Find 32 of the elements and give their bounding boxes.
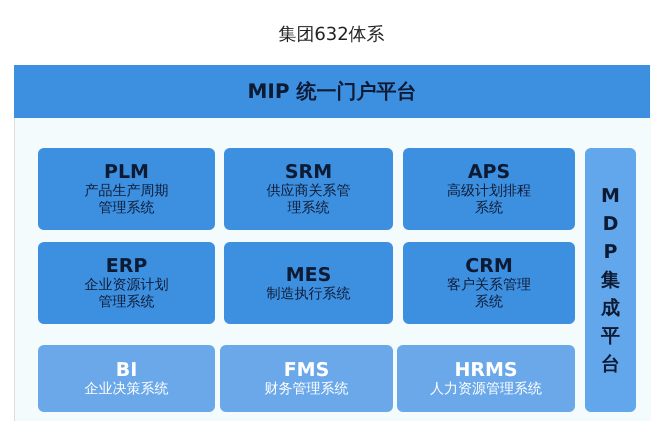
box-heading: FMS bbox=[284, 359, 330, 381]
platform-label: MIP 统一门户平台 bbox=[248, 78, 416, 105]
system-box bbox=[224, 148, 393, 230]
system-box bbox=[403, 148, 575, 230]
system-box bbox=[38, 148, 215, 230]
box-description: 人力资源管理系统 bbox=[430, 381, 542, 398]
platform-label: MDP集成平台 bbox=[600, 184, 620, 377]
system-box bbox=[38, 345, 215, 412]
system-box bbox=[224, 242, 393, 324]
system-box bbox=[220, 345, 393, 412]
system-box bbox=[397, 345, 575, 412]
box-heading: CRM bbox=[465, 255, 513, 277]
header-bar bbox=[14, 65, 650, 118]
box-description: 高级计划排程系统 bbox=[446, 183, 532, 217]
system-box bbox=[38, 242, 215, 324]
box-description: 供应商关系管理系统 bbox=[266, 183, 352, 217]
box-heading: PLM bbox=[104, 161, 149, 183]
box-heading: BI bbox=[116, 359, 138, 381]
box-heading: ERP bbox=[106, 255, 148, 277]
box-description: 制造执行系统 bbox=[266, 286, 350, 302]
box-heading: HRMS bbox=[454, 359, 518, 381]
box-heading: SRM bbox=[284, 161, 332, 183]
side-bar bbox=[585, 148, 636, 412]
box-description: 财务管理系统 bbox=[264, 381, 348, 398]
box-heading: MES bbox=[286, 264, 332, 286]
box-description: 产品生产周期管理系统 bbox=[84, 183, 170, 217]
system-box bbox=[403, 242, 575, 324]
diagram-title: 集团632体系 bbox=[277, 23, 386, 46]
box-heading: APS bbox=[468, 161, 510, 183]
box-description: 企业决策系统 bbox=[84, 381, 168, 398]
box-description: 客户关系管理系统 bbox=[446, 277, 532, 311]
box-description: 企业资源计划管理系统 bbox=[84, 277, 170, 311]
